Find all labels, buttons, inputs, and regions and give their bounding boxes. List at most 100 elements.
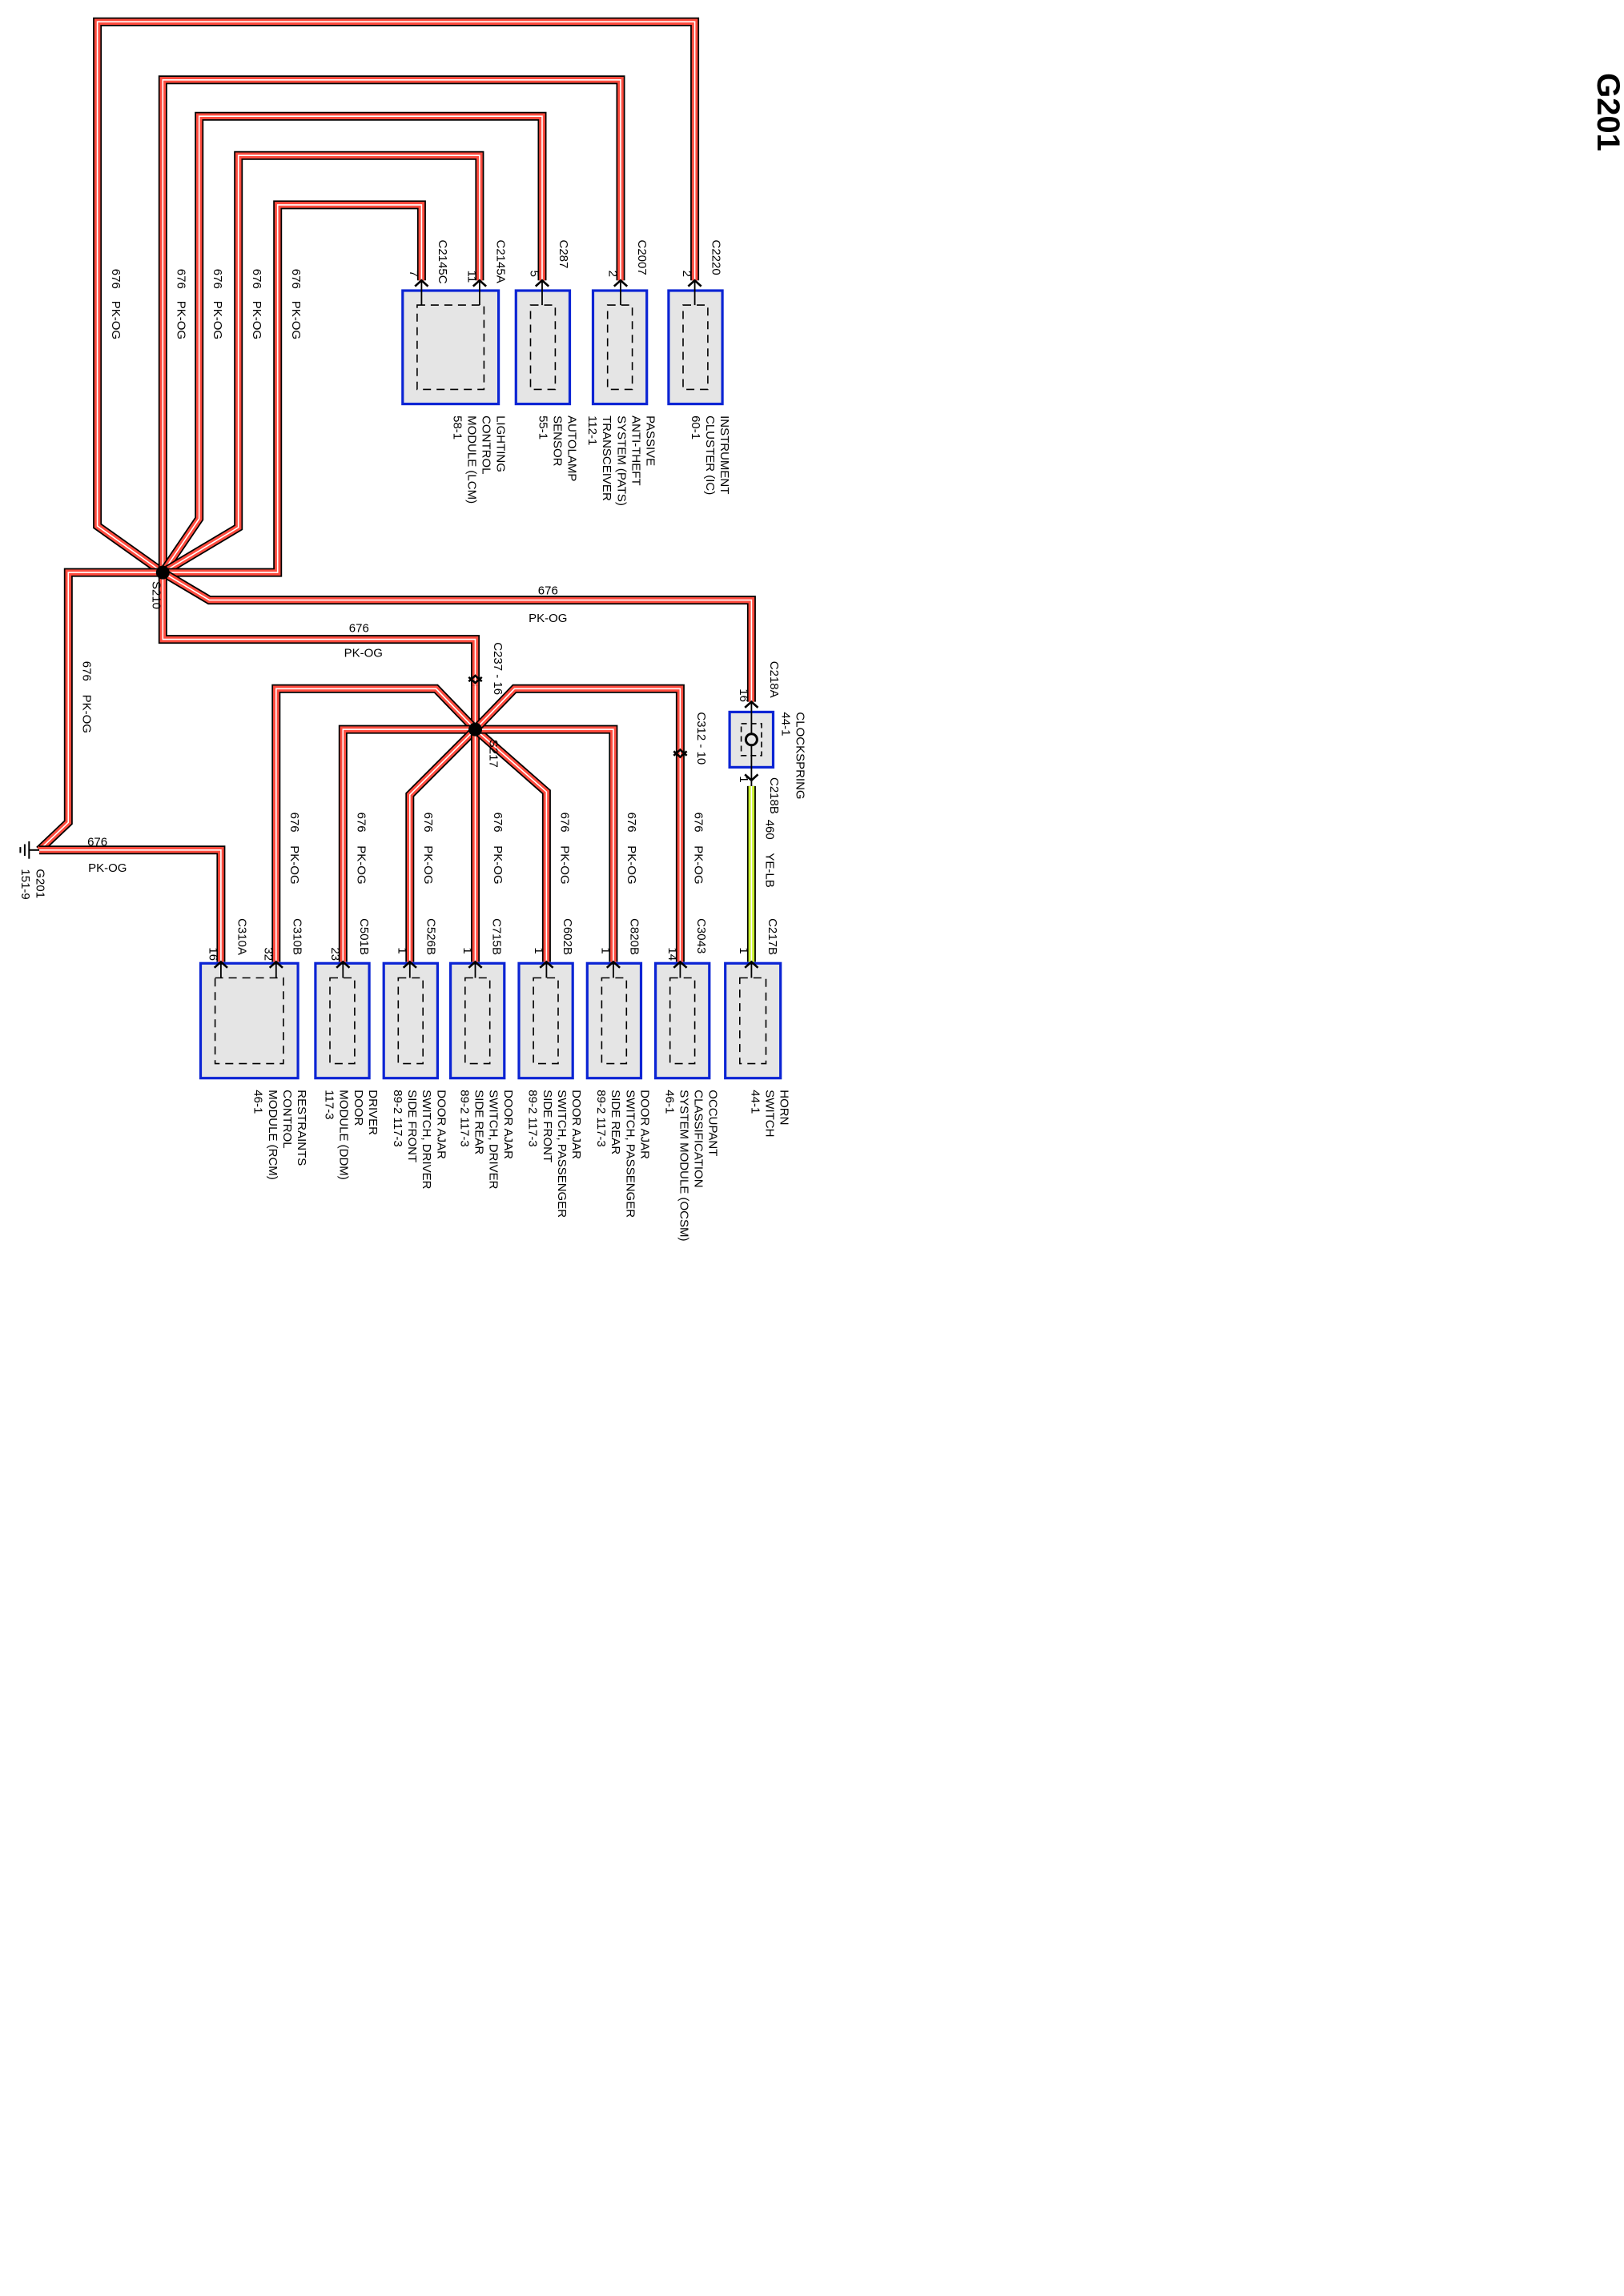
label-ddm-line: MODULE (DDM) [337, 1090, 351, 1180]
inline-connector-c237: C237 - 16 [491, 642, 504, 695]
component-autolamp-sensor [514, 280, 572, 406]
wire-circuit-label: 676 [538, 584, 558, 597]
splice-s217-dot [468, 722, 482, 737]
wire-circuit-label: 676 [558, 813, 572, 833]
wire-to-c820b [475, 725, 618, 962]
ground-label-name: G201 [33, 869, 46, 898]
label-ddm-line: DRIVER [366, 1090, 380, 1135]
wire-circuit-label: 676 [211, 269, 224, 289]
splice-s210-dot [155, 565, 170, 580]
connector-label-c218b: C218B [767, 777, 781, 814]
connector-arrow [613, 279, 629, 287]
pin-label-c218b: 1 [737, 776, 750, 782]
wire-color-label: PK-OG [174, 301, 187, 339]
pin-label-c310b: 32 [261, 947, 275, 961]
label-autolamp-sensor-line: 55-1 [536, 415, 549, 440]
label-ddm-line: 117-3 [323, 1090, 336, 1119]
label-pats-transceiver-line: SYSTEM (PATS) [614, 415, 628, 506]
horn-wire-circuit: 460 [763, 820, 777, 840]
component-door-ajar-driver-front [382, 961, 440, 1080]
label-lighting-control-module-line: MODULE (LCM) [464, 415, 478, 504]
wire-circuit-label: 676 [491, 813, 504, 833]
label-door-ajar-pass-front-line: SIDE FRONT [541, 1090, 554, 1162]
connector-label-c2007: C2007 [635, 240, 649, 275]
pin-label-c2145a: 11 [464, 271, 478, 283]
label-door-ajar-pass-front-line: SWITCH, PASSENGER [555, 1090, 569, 1218]
label-lighting-control-module-line: CONTROL [480, 415, 493, 474]
pin-label-c602b: 1 [532, 947, 545, 953]
wire-circuit-label: 676 [355, 813, 368, 833]
component-instrument-cluster [667, 280, 724, 406]
wire-to-c2007 [158, 75, 625, 573]
ground-symbol [19, 841, 39, 859]
label-door-ajar-driver-front-line: SIDE FRONT [405, 1090, 419, 1162]
wire-color-label: PK-OG [491, 845, 504, 884]
label-door-ajar-pass-front-line: DOOR AJAR [569, 1090, 583, 1159]
splice-label-s217: S217 [487, 740, 500, 768]
connector-arrow-c218b [744, 773, 759, 782]
label-door-ajar-pass-rear-line: SIDE REAR [609, 1090, 622, 1154]
component-ddm [314, 961, 371, 1080]
label-pats-transceiver-line: ANTI-THEFT [629, 415, 643, 486]
component-lighting-control-module [401, 280, 500, 406]
component-rcm [199, 961, 299, 1080]
label-ocsm-line: SYSTEM MODULE (OCSM) [677, 1090, 690, 1241]
wires [36, 17, 756, 962]
wire-circuit-label: 676 [421, 813, 435, 833]
wire-to-c287 [159, 111, 547, 576]
connector-label-c218a: C218A [767, 661, 781, 698]
wire-to-c2220 [93, 17, 700, 576]
wire-circuit-label: 676 [80, 661, 94, 681]
label-horn-switch-line: SWITCH [763, 1090, 777, 1137]
wire-to-c237 [158, 572, 480, 691]
label-door-ajar-pass-rear-line: DOOR AJAR [637, 1090, 651, 1159]
label-door-ajar-driver-front-line: SWITCH, DRIVER [420, 1090, 433, 1189]
connector-arrow [744, 960, 759, 969]
wire-color-label: PK-OG [421, 845, 435, 884]
wire-circuit-label: 676 [250, 269, 263, 289]
label-ocsm-line: OCCUPANT [706, 1090, 720, 1156]
wire-color-label: PK-OG [558, 845, 572, 884]
wire-color-label: PK-OG [88, 861, 127, 875]
label-door-ajar-driver-rear-line: 89-2 117-3 [457, 1090, 471, 1146]
connector-label-c3043: C3043 [694, 918, 708, 953]
label-rcm-line: 46-1 [251, 1090, 265, 1114]
wire-color-label: PK-OG [287, 845, 301, 884]
pin-label-c2007: 2 [606, 271, 620, 277]
connector-label-c501b: C501B [357, 918, 371, 955]
connector-label-c217b: C217B [766, 918, 779, 955]
pin-label-c217b: 1 [737, 947, 750, 953]
label-door-ajar-pass-rear-line: SWITCH, PASSENGER [623, 1090, 637, 1218]
connector-arrow [687, 279, 702, 287]
component-door-ajar-pass-rear [585, 961, 643, 1080]
component-ocsm [653, 961, 711, 1080]
wire-to-ground [36, 568, 163, 853]
connector-arrow [414, 279, 429, 287]
label-rcm-line: MODULE (RCM) [266, 1090, 279, 1180]
wire-to-c218a [160, 568, 756, 702]
wire-to-c501b [338, 725, 476, 962]
wire-circuit-label: 676 [287, 813, 301, 833]
ground-label-ref: 151-9 [18, 869, 32, 899]
label-horn-switch-line: HORN [778, 1090, 791, 1125]
connector-label-c310b: C310B [291, 918, 304, 955]
connector-label-c602b: C602B [561, 918, 574, 955]
connector-label-c310a: C310A [235, 918, 249, 955]
connector-arrow [268, 960, 283, 969]
label-autolamp-sensor-line: SENSOR [551, 415, 565, 467]
label-door-ajar-pass-front-line: 89-2 117-3 [526, 1090, 540, 1146]
label-pats-transceiver-line: PASSIVE [644, 415, 657, 466]
connector-label-c715b: C715B [489, 918, 503, 955]
splice-label-s210: S210 [150, 581, 163, 609]
label-door-ajar-driver-rear-line: DOOR AJAR [501, 1090, 515, 1159]
